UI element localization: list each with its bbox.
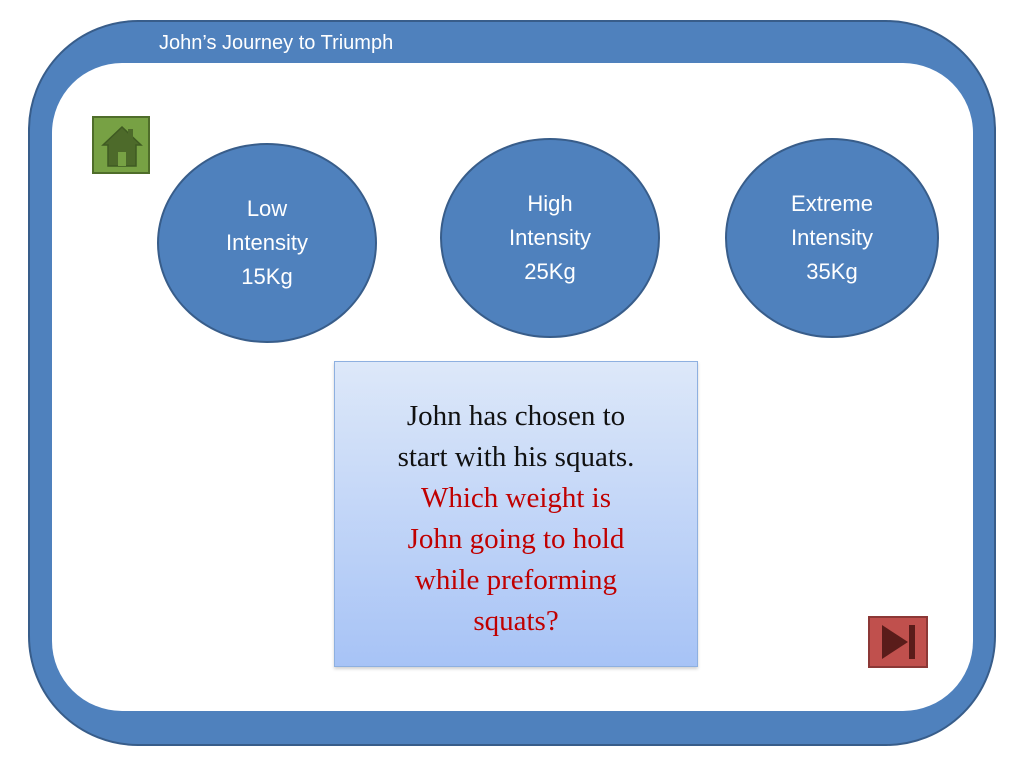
question-prompt-line: while preforming xyxy=(414,564,618,596)
question-intro-line: start with his squats. xyxy=(397,441,635,473)
option-label-line: Intensity xyxy=(226,230,308,255)
question-text: John has chosen to start with his squats… xyxy=(335,396,697,642)
option-weight: 15Kg xyxy=(241,264,293,289)
question-prompt-line: squats? xyxy=(473,605,559,637)
extreme-intensity-label: Extreme Intensity 35Kg xyxy=(727,187,937,289)
question-prompt-line: John going to hold xyxy=(407,523,625,555)
extreme-intensity-option[interactable]: Extreme Intensity 35Kg xyxy=(725,138,939,338)
question-prompt-line: Which weight is xyxy=(420,482,612,514)
next-button[interactable] xyxy=(868,616,928,668)
low-intensity-label: Low Intensity 15Kg xyxy=(159,192,375,294)
home-icon xyxy=(101,125,143,167)
option-label-line: Extreme xyxy=(791,191,873,216)
low-intensity-option[interactable]: Low Intensity 15Kg xyxy=(157,143,377,343)
question-box: John has chosen to start with his squats… xyxy=(334,361,698,667)
slide-title: John’s Journey to Triumph xyxy=(159,32,394,54)
option-weight: 35Kg xyxy=(806,259,858,284)
high-intensity-label: High Intensity 25Kg xyxy=(442,187,658,289)
option-label-line: Low xyxy=(246,196,288,221)
option-label-line: Intensity xyxy=(509,225,591,250)
option-label-line: High xyxy=(527,191,573,216)
option-label-line: Intensity xyxy=(791,225,873,250)
option-weight: 25Kg xyxy=(524,259,576,284)
next-track-icon xyxy=(882,625,915,659)
question-intro-line: John has chosen to xyxy=(406,400,626,432)
high-intensity-option[interactable]: High Intensity 25Kg xyxy=(440,138,660,338)
home-button[interactable] xyxy=(92,116,150,174)
